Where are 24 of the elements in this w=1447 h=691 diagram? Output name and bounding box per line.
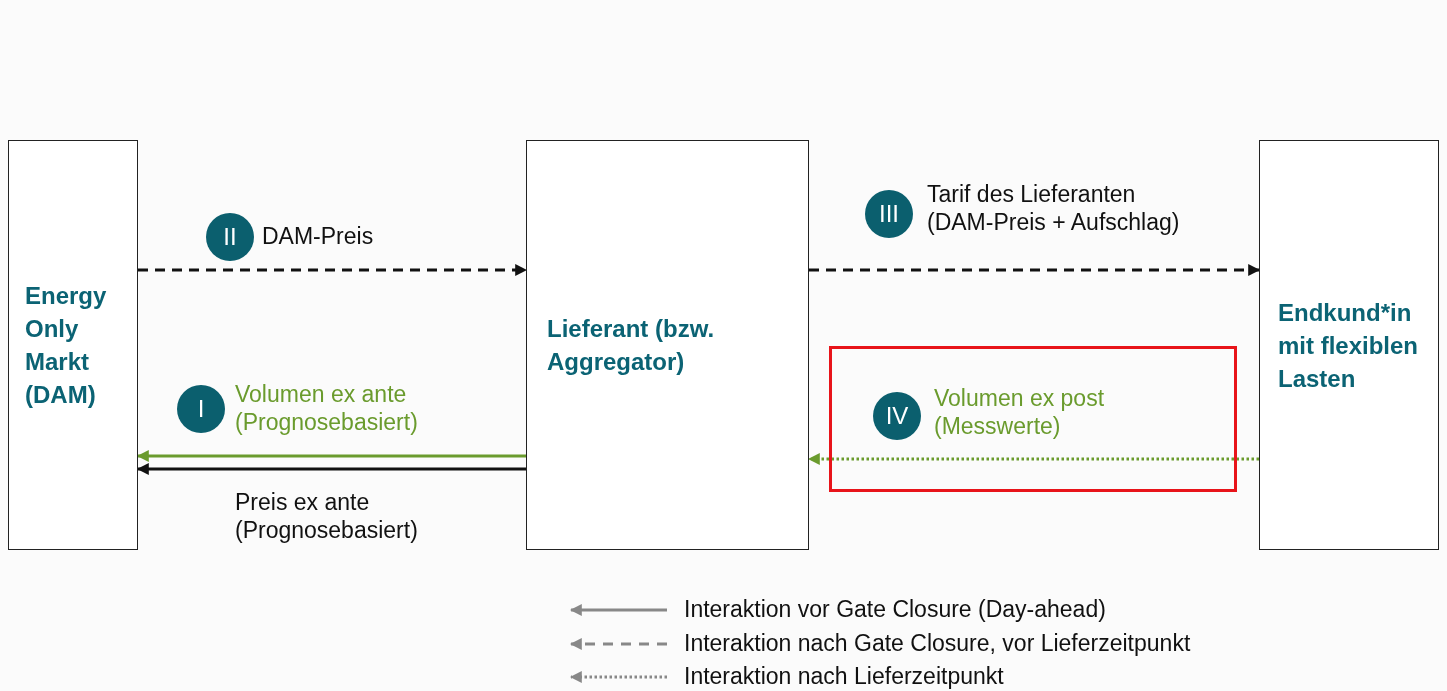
step-number-badge: III — [865, 190, 913, 238]
actor-box — [8, 140, 138, 550]
legend-text: Interaktion vor Gate Closure (Day-ahead) — [684, 596, 1106, 622]
actor-box — [526, 140, 809, 550]
arrow — [136, 463, 526, 475]
legend-text: Interaktion nach Lieferzeitpunkt — [684, 663, 1004, 689]
step-number-badge: I — [177, 385, 225, 433]
actor-name: Endkund*in mit flexiblen Lasten — [1278, 297, 1420, 394]
edge-label: Volumen ex ante (Prognosebasiert) — [235, 380, 419, 436]
step-number-badge: IV — [873, 392, 921, 440]
arrow — [136, 450, 526, 462]
actor-box — [1259, 140, 1439, 550]
edge-label: Preis ex ante (Prognosebasiert) — [235, 488, 419, 544]
legend-text: Interaktion nach Gate Closure, vor Lieferzeitpunkt — [684, 630, 1191, 656]
actor-name: Energy Only Markt (DAM) — [25, 281, 108, 410]
edge-label: Volumen ex post (Messwerte) — [934, 384, 1106, 440]
step-number-badge: II — [206, 213, 254, 261]
edge-label: DAM-Preis — [262, 222, 375, 250]
arrow — [809, 264, 1261, 276]
arrow — [138, 264, 528, 276]
actor-name: Lieferant (bzw. Aggregator) — [547, 314, 716, 377]
arrow — [807, 453, 1259, 465]
edge-label: Tarif des Lieferanten (DAM-Preis + Aufschlag) — [927, 180, 1181, 236]
highlight-frame — [829, 346, 1237, 492]
